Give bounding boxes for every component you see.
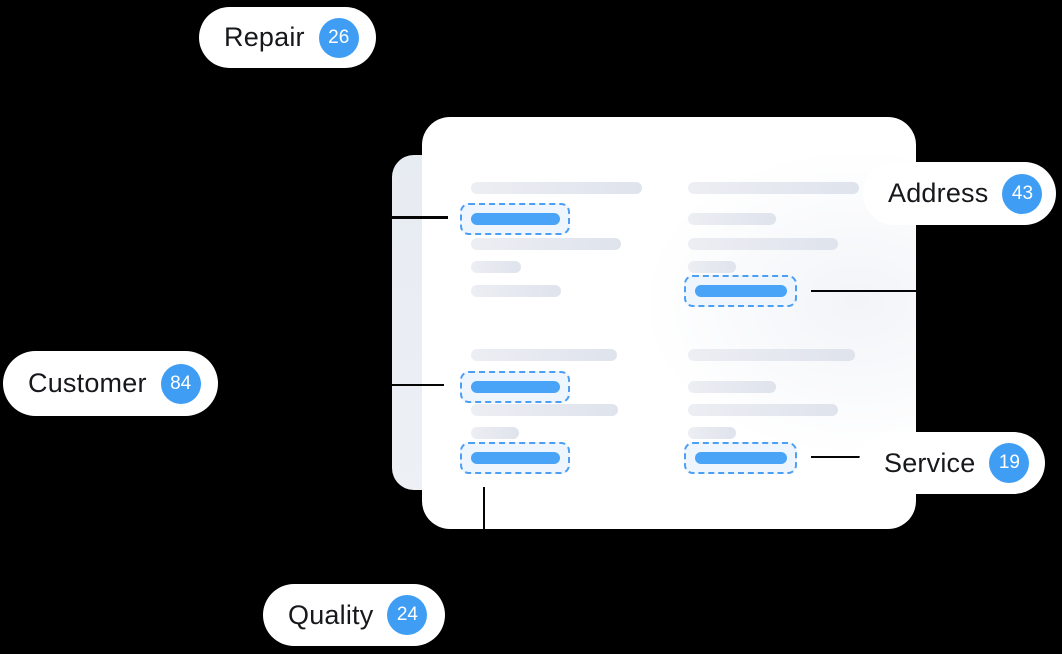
tag-quality-label: Quality: [288, 599, 374, 630]
skeleton-line: [688, 182, 859, 194]
document-card: [422, 117, 916, 529]
connector-repair: [391, 216, 448, 219]
tag-repair[interactable]: Repair 26: [199, 7, 376, 68]
connector-service: [811, 455, 860, 458]
tag-customer-count-badge: 84: [160, 363, 201, 404]
tag-service[interactable]: Service 19: [859, 432, 1045, 494]
skeleton-line: [471, 285, 561, 297]
highlight-address[interactable]: [684, 275, 797, 307]
skeleton-line: [471, 182, 642, 194]
highlight-bar: [694, 452, 787, 464]
skeleton-line: [471, 238, 621, 250]
highlight-bar: [470, 452, 560, 464]
skeleton-line: [688, 381, 776, 393]
highlight-customer[interactable]: [460, 371, 570, 403]
connector-quality: [482, 487, 485, 530]
tag-customer[interactable]: Customer 84: [3, 351, 218, 416]
skeleton-line: [688, 213, 776, 225]
tag-service-label: Service: [884, 447, 976, 478]
tag-address[interactable]: Address 43: [863, 162, 1056, 225]
tag-quality[interactable]: Quality 24: [263, 584, 445, 646]
skeleton-line: [688, 427, 736, 439]
skeleton-line: [688, 261, 736, 273]
tag-service-count-badge: 19: [989, 443, 1030, 483]
tag-address-count-badge: 43: [1002, 173, 1043, 214]
connector-address: [811, 289, 918, 292]
highlight-bar: [470, 381, 560, 393]
tag-quality-count-badge: 24: [387, 595, 428, 635]
skeleton-line: [688, 238, 838, 250]
highlight-repair[interactable]: [460, 203, 570, 235]
skeleton-line: [688, 349, 855, 361]
tag-repair-count-badge: 26: [318, 17, 359, 58]
skeleton-line: [471, 349, 617, 361]
highlight-service[interactable]: [684, 442, 797, 474]
highlight-bar: [470, 213, 560, 225]
skeleton-line: [471, 427, 519, 439]
connector-customer: [391, 383, 444, 386]
skeleton-line: [471, 404, 618, 416]
highlight-quality[interactable]: [460, 442, 570, 474]
skeleton-line: [688, 404, 838, 416]
highlight-bar: [694, 285, 787, 297]
tag-repair-label: Repair: [224, 22, 305, 52]
tag-customer-label: Customer: [28, 368, 147, 398]
tag-address-label: Address: [888, 178, 989, 208]
skeleton-line: [471, 261, 521, 273]
